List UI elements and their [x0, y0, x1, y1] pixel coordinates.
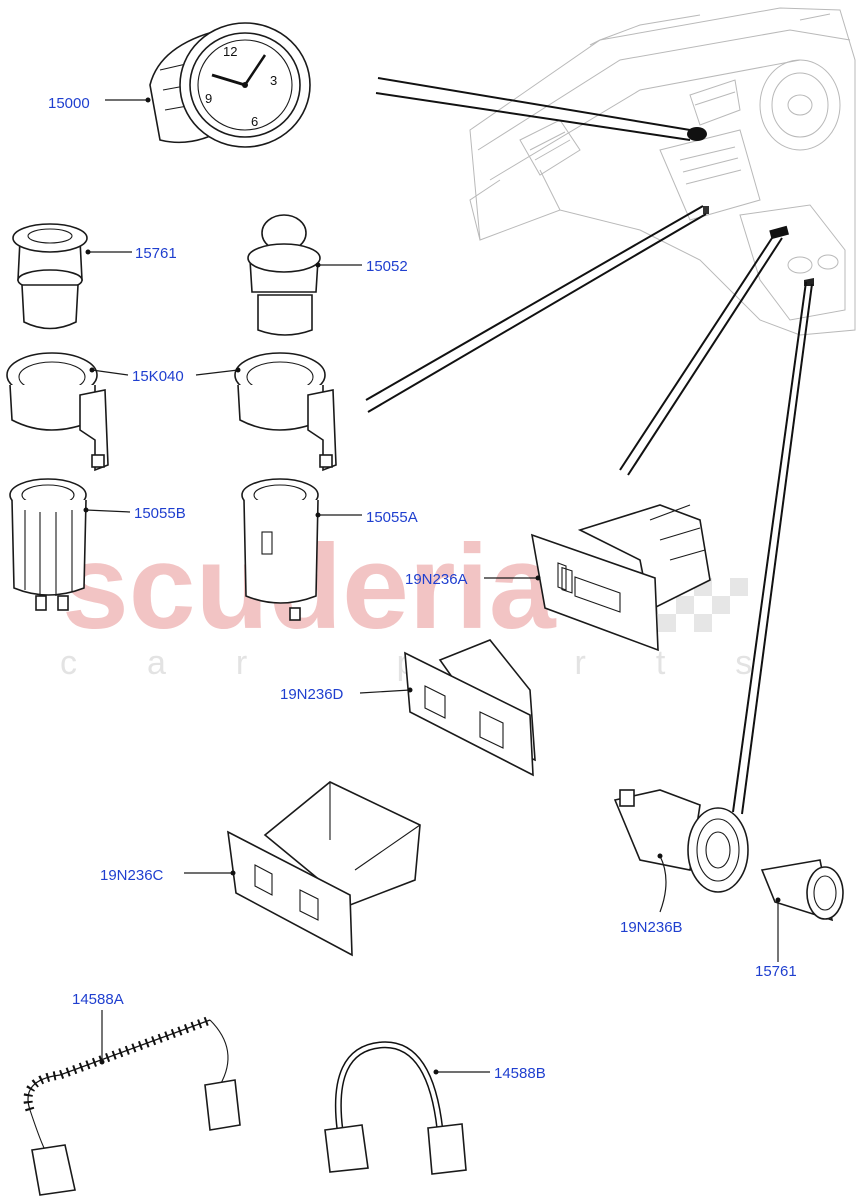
callout-19N236A: 19N236A — [405, 571, 468, 588]
callout-19N236D: 19N236D — [280, 686, 344, 703]
dashboard-illustration — [469, 7, 856, 336]
callout-14588B: 14588B — [494, 1065, 546, 1082]
part-15K040-socket-right — [234, 352, 337, 472]
part-15052-lighter — [247, 214, 321, 336]
callout-15055A: 15055A — [366, 509, 418, 526]
part-15761-top-plug — [12, 223, 88, 330]
pointer-lines — [365, 77, 813, 815]
callout-19N236C: 19N236C — [100, 867, 164, 884]
clock-numeral-6: 6 — [251, 114, 258, 129]
callout-14588A: 14588A — [72, 991, 124, 1008]
clock-numeral-12: 12 — [223, 44, 237, 59]
part-15055A-socket — [241, 478, 319, 621]
clock-numeral-9: 9 — [205, 91, 212, 106]
part-15761-bottom-plug — [760, 859, 844, 922]
part-15000-clock: 12 3 6 9 — [149, 22, 311, 148]
watermark: scuderia car parts — [60, 520, 752, 682]
part-15055B-socket — [9, 478, 87, 611]
part-14588B-cable — [324, 1041, 467, 1175]
part-19N236A-usb-module — [530, 504, 711, 652]
part-15K040-socket-left — [6, 352, 109, 472]
callout-15K040: 15K040 — [132, 368, 184, 385]
part-19N236D-usb-module — [404, 639, 536, 777]
part-19N236C-usb-module — [227, 781, 421, 957]
callout-15052: 15052 — [366, 258, 408, 275]
part-19N236B-socket — [613, 789, 749, 893]
part-14588A-coiled-cable — [23, 1015, 241, 1196]
clock-numeral-3: 3 — [270, 73, 277, 88]
callout-leaders — [83, 97, 781, 1075]
callout-15055B: 15055B — [134, 505, 186, 522]
callout-19N236B: 19N236B — [620, 919, 683, 936]
callout-labels: 15000 15761 15052 15K040 15055B 15055A 1… — [48, 95, 797, 1082]
callout-15761-top: 15761 — [135, 245, 177, 262]
callout-15761-bottom: 15761 — [755, 963, 797, 980]
callout-15000: 15000 — [48, 95, 90, 112]
